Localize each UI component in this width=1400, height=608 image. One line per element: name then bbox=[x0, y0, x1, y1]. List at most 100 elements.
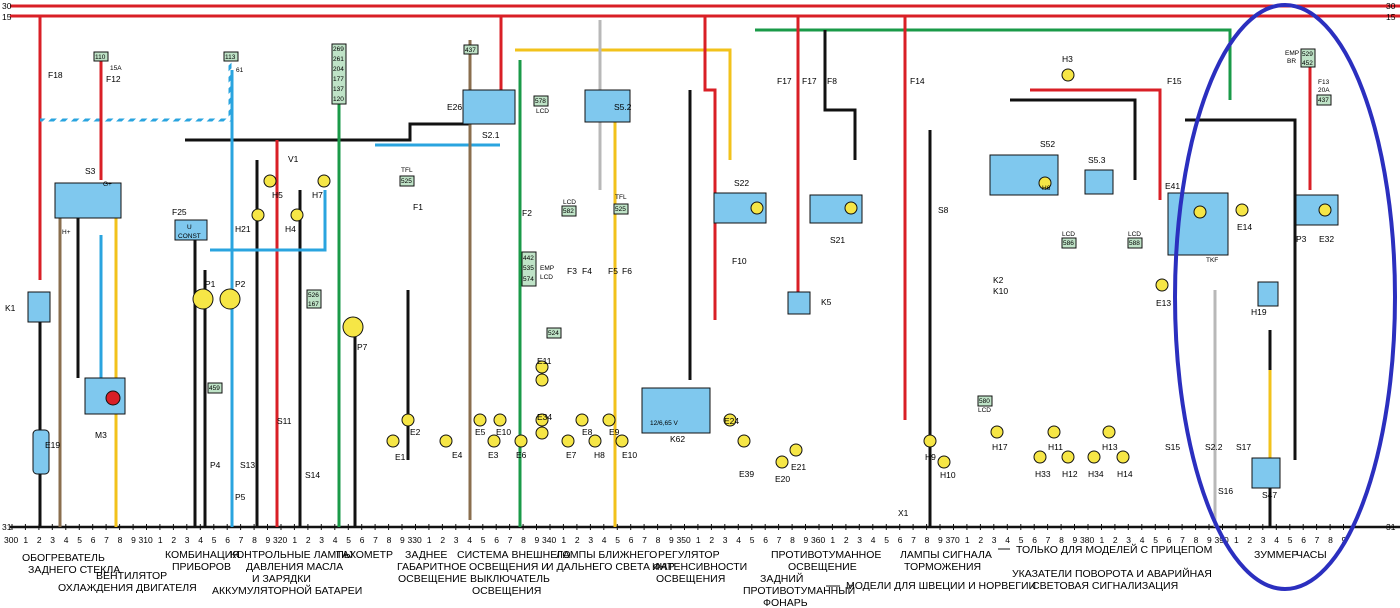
label-e10b: E10 bbox=[622, 450, 637, 460]
label-e3: E3 bbox=[488, 450, 499, 460]
marker-h-plus: H+ bbox=[62, 229, 71, 236]
label-f4: F4 bbox=[582, 266, 592, 276]
ruler-tick-label: 1 bbox=[696, 535, 701, 545]
ruler-tick-label: 3 bbox=[319, 535, 324, 545]
label-h8: H8 bbox=[594, 450, 605, 460]
label-f2: F2 bbox=[522, 208, 532, 218]
gauge-p7 bbox=[342, 316, 364, 338]
lamps bbox=[105, 68, 1332, 469]
ruler-tick-label: 4 bbox=[1140, 535, 1145, 545]
ruler-tick-label: 9 bbox=[1207, 535, 1212, 545]
wire-code-525b: 525 bbox=[615, 206, 626, 213]
lamp-e21 bbox=[789, 443, 803, 457]
label-e24: E24 bbox=[724, 416, 739, 426]
rail-30-label-right: 30 bbox=[1386, 1, 1396, 11]
label-f3: F3 bbox=[567, 266, 577, 276]
wire-code-452: 452 bbox=[1302, 60, 1313, 67]
caption-ext-light-4: ОСВЕЩЕНИЯ bbox=[472, 585, 541, 597]
label-e34: E34 bbox=[537, 412, 552, 422]
wire-code-177: 177 bbox=[333, 76, 344, 83]
label-e10: E10 bbox=[496, 427, 511, 437]
ruler-tick-label: 3 bbox=[1261, 535, 1266, 545]
wires bbox=[38, 16, 1312, 527]
label-p5: P5 bbox=[235, 492, 246, 502]
motor-m3-symbol bbox=[105, 390, 121, 406]
label-e1: E1 bbox=[395, 452, 406, 462]
caption-control-lamps-1: КОНТРОЛЬНЫЕ ЛАМПЫ bbox=[230, 549, 353, 561]
ruler-tick-label: 9 bbox=[804, 535, 809, 545]
ruler-tick-label: 3 bbox=[1126, 535, 1131, 545]
ruler-tick-label: 4 bbox=[1274, 535, 1279, 545]
caption-ext-light-3: ВЫКЛЮЧАТЕЛЬ bbox=[470, 573, 550, 585]
label-h34: H34 bbox=[1088, 469, 1104, 479]
lamp-s22 bbox=[750, 201, 764, 215]
label-tkf: TKF bbox=[1206, 257, 1218, 264]
lamp-h9 bbox=[923, 434, 937, 448]
wire-code-574: 574 bbox=[523, 276, 534, 283]
caption-rear-heater-2: ЗАДНЕГО СТЕКЛА bbox=[28, 564, 120, 576]
ruler-tick-label: 370 bbox=[946, 535, 960, 545]
lamp-h3 bbox=[1061, 68, 1075, 82]
lamp-e3 bbox=[487, 434, 501, 448]
label-e32: E32 bbox=[1319, 234, 1334, 244]
caption-ext-light-2: ОСВЕЩЕНИЯ И bbox=[469, 561, 549, 573]
highlight-ellipse bbox=[1173, 3, 1397, 591]
label-e9: E9 bbox=[609, 427, 620, 437]
label-h14: H14 bbox=[1117, 469, 1133, 479]
e19-heater-element bbox=[32, 429, 50, 475]
label-h9: H9 bbox=[925, 452, 936, 462]
lamp-h8 bbox=[588, 434, 602, 448]
label-h11: H11 bbox=[1048, 442, 1063, 452]
caption-fan-2: ОХЛАЖДЕНИЯ ДВИГАТЕЛЯ bbox=[58, 582, 197, 594]
label-e7: E7 bbox=[566, 450, 577, 460]
ruler-tick-label: 7 bbox=[1180, 535, 1185, 545]
label-f15: F15 bbox=[1167, 76, 1182, 86]
lamp-e14 bbox=[1235, 203, 1249, 217]
ruler-tick-label: 4 bbox=[467, 535, 472, 545]
wire-code-tags bbox=[93, 43, 1332, 407]
lamp-h5 bbox=[263, 174, 277, 188]
label-emp: EMP bbox=[1285, 50, 1299, 57]
label-s16: S16 bbox=[1218, 486, 1233, 496]
ruler-tick-label: 9 bbox=[131, 535, 136, 545]
wire-code-labels: 110 113 61 269 261 204 177 137 120 437 5… bbox=[95, 46, 1329, 405]
caption-foglamp-2: ОСВЕЩЕНИЕ bbox=[788, 561, 857, 573]
caption-rear-heater-1: ОБОГРЕВАТЕЛЬ bbox=[22, 552, 105, 564]
ruler-tick-label: 9 bbox=[266, 535, 271, 545]
lamp-e10b bbox=[615, 434, 629, 448]
wire-code-578: 578 bbox=[535, 98, 546, 105]
wire-code-261: 261 bbox=[333, 56, 344, 63]
label-k10: K10 bbox=[993, 286, 1008, 296]
label-s22: S22 bbox=[734, 178, 749, 188]
ruler-tick-label: 2 bbox=[978, 535, 983, 545]
label-f17a: F17 bbox=[777, 76, 792, 86]
ruler-tick-label: 1 bbox=[292, 535, 297, 545]
ruler-tick-label: 3 bbox=[723, 535, 728, 545]
label-s52: S5.2 bbox=[614, 102, 632, 112]
lamp-e13 bbox=[1155, 278, 1169, 292]
gauge-p2 bbox=[219, 288, 241, 310]
p3-clock-box bbox=[1295, 194, 1339, 226]
label-s11: S11 bbox=[277, 416, 292, 426]
label-lcd-c: LCD bbox=[978, 407, 991, 414]
caption-instruments-1: КОМБИНАЦИЯ bbox=[165, 549, 240, 561]
k5-relay-box bbox=[787, 291, 811, 315]
lamp-e41 bbox=[1193, 205, 1207, 219]
label-tfl-b: TFL bbox=[615, 194, 627, 201]
label-h5: H5 bbox=[272, 190, 283, 200]
ruler-tick-label: 6 bbox=[225, 535, 230, 545]
ruler-tick-label: 1 bbox=[830, 535, 835, 545]
k62-regulator-box bbox=[641, 387, 711, 434]
label-e41: E41 bbox=[1165, 181, 1180, 191]
ruler-tick-label: 3 bbox=[185, 535, 190, 545]
caption-regulator-3: ОСВЕЩЕНИЯ bbox=[656, 573, 725, 585]
marker-g-plus: G+ bbox=[103, 181, 112, 188]
label-f14: F14 bbox=[910, 76, 925, 86]
caption-buzzer: ЗУММЕР bbox=[1254, 549, 1298, 561]
s52-switch-box bbox=[584, 89, 631, 123]
label-k62: K62 bbox=[670, 434, 685, 444]
lamp-e9 bbox=[602, 413, 616, 427]
label-e26: E26 bbox=[447, 102, 462, 112]
ruler-tick-label: 310 bbox=[139, 535, 153, 545]
